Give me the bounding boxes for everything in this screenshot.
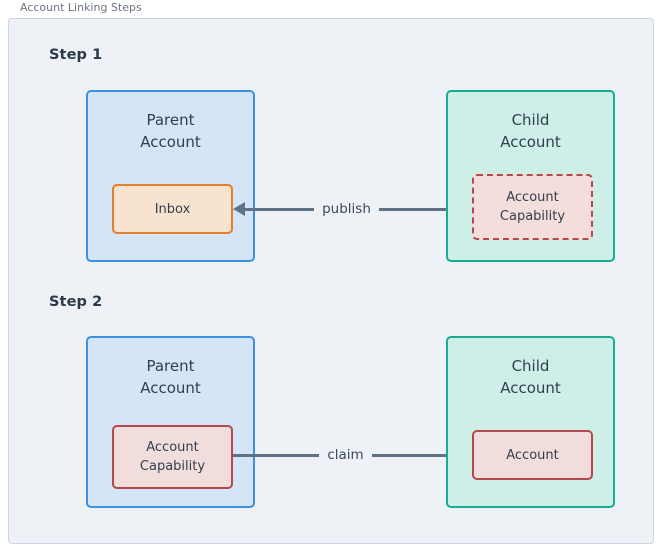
- diagram-title: Account Linking Steps: [14, 1, 148, 15]
- step-2-account-box[interactable]: Account: [472, 430, 593, 480]
- step-2-account-capability-box[interactable]: Account Capability: [112, 425, 233, 489]
- step-1-publish-arrow: publish: [233, 194, 449, 224]
- step-2-arrow-label: claim: [327, 447, 364, 463]
- step-2-parent-account-box[interactable]: Parent Account Account Capability: [86, 336, 255, 508]
- step-2-child-account-box[interactable]: Child Account Account: [446, 336, 615, 508]
- step-1-child-account-box[interactable]: Child Account Account Capability: [446, 90, 615, 262]
- step-1-title: Step 1: [49, 47, 103, 63]
- step-1-parent-account-box[interactable]: Parent Account Inbox: [86, 90, 255, 262]
- step-1-child-account-label: Child Account: [500, 111, 561, 151]
- step-1-arrow-label: publish: [322, 201, 371, 217]
- step-1-inbox-box[interactable]: Inbox: [112, 184, 233, 234]
- step-2-title: Step 2: [49, 294, 103, 310]
- arrow-line-segment: [233, 453, 320, 457]
- step-2-claim-arrow: claim: [233, 440, 471, 470]
- step-2-child-account-label: Child Account: [500, 357, 561, 397]
- arrow-line-segment: [371, 453, 459, 457]
- step-1-account-capability-box[interactable]: Account Capability: [472, 174, 593, 240]
- step-2-parent-account-label: Parent Account: [140, 357, 201, 397]
- arrow-line-segment: [378, 207, 449, 211]
- arrow-line-segment: [245, 207, 315, 211]
- arrow-head-left-icon: [233, 202, 245, 216]
- step-1-parent-account-label: Parent Account: [140, 111, 201, 151]
